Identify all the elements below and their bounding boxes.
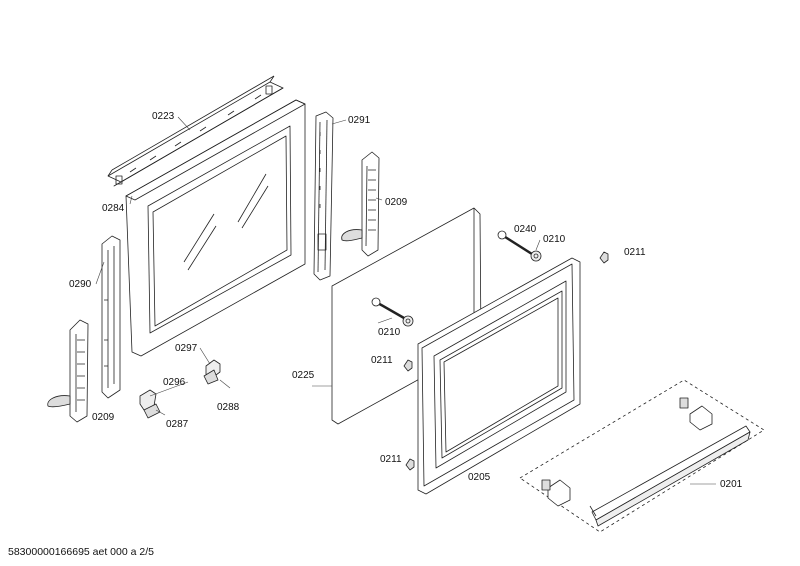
leader-lines (95, 116, 716, 485)
door-rail-0290 (101, 235, 121, 399)
callout-0210-top: 0210 (543, 234, 566, 245)
callout-0240: 0240 (514, 224, 537, 235)
callout-0201: 0201 (720, 479, 743, 490)
callout-0211-mid: 0211 (371, 355, 393, 366)
callout-0287: 0287 (166, 419, 189, 430)
callout-0225: 0225 (292, 370, 315, 381)
handle-0201 (519, 379, 765, 533)
inner-door-frame-0284 (125, 99, 306, 357)
outer-door-0205 (417, 257, 581, 495)
callout-0210-mid: 0210 (378, 327, 401, 338)
clip-parts-0211 (403, 251, 609, 471)
callout-0284: 0284 (102, 203, 125, 214)
callout-0288: 0288 (217, 402, 240, 413)
drawing-reference-footer: 58300000166695 aet 000 a 2/5 (8, 546, 154, 558)
callout-0296: 0296 (163, 377, 186, 388)
callout-0209-left: 0209 (92, 412, 115, 423)
callout-0290: 0290 (69, 279, 92, 290)
hinge-0209-left (47, 319, 89, 423)
hinge-0209-right (341, 151, 380, 257)
screw-parts (371, 230, 542, 327)
callout-0211-top: 0211 (624, 247, 646, 258)
door-rail-0291 (313, 111, 334, 281)
callout-0209-right: 0209 (385, 197, 408, 208)
callout-0211-bottom: 0211 (380, 454, 402, 465)
callout-0205: 0205 (468, 472, 491, 483)
callout-0297: 0297 (175, 343, 198, 354)
callout-0223: 0223 (152, 111, 175, 122)
callout-0291: 0291 (348, 115, 371, 126)
top-strip-0223 (107, 75, 284, 187)
small-parts-cluster (139, 359, 221, 419)
